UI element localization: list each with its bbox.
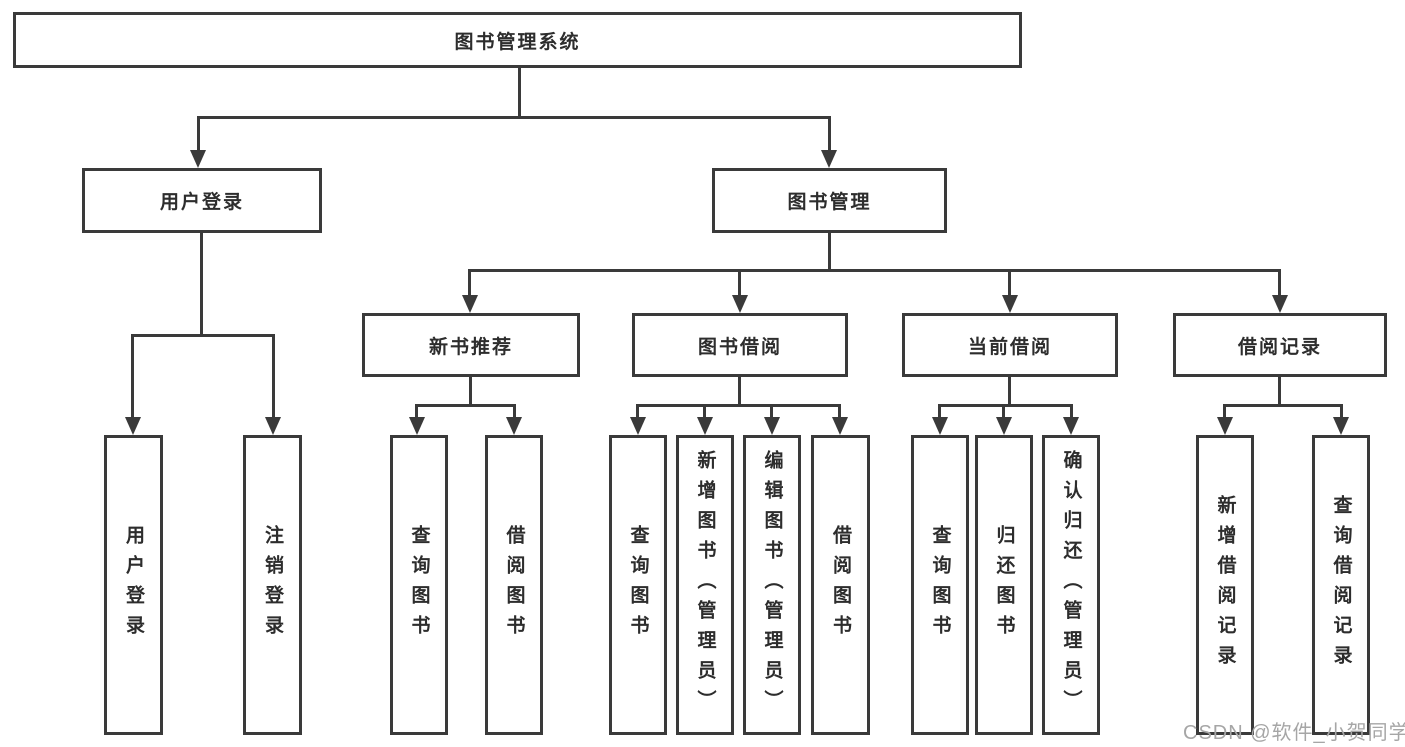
leaf-add-borrow-record-label: 新增借阅记录 xyxy=(1214,495,1236,675)
connector-login-leaf2-stem xyxy=(272,334,275,419)
connector-current-borrow-bar xyxy=(938,404,1073,407)
connector-nb-leaf1-stem xyxy=(415,404,418,420)
leaf-logout: 注销登录 xyxy=(243,435,302,735)
leaf-query-books-current-label: 查询图书 xyxy=(929,525,951,645)
node-library-management-system-label: 图书管理系统 xyxy=(454,31,581,53)
arrow-book-borrow-icon xyxy=(732,295,748,313)
arrow-cb-leaf3-icon xyxy=(1063,417,1079,435)
connector-user-login-bar xyxy=(131,334,275,337)
leaf-edit-books-admin: 编辑图书（管理员） xyxy=(743,435,801,735)
leaf-query-books-borrow: 查询图书 xyxy=(609,435,667,735)
connector-level2-bar xyxy=(468,269,1281,272)
connector-br-leaf1-stem xyxy=(1223,404,1226,420)
connector-new-book-stem xyxy=(468,269,471,297)
leaf-edit-books-admin-label: 编辑图书（管理员） xyxy=(761,450,783,720)
leaf-confirm-return-admin-label: 确认归还（管理员） xyxy=(1060,450,1082,720)
connector-cb-leaf2-stem xyxy=(1002,404,1005,420)
leaf-query-books-borrow-label: 查询图书 xyxy=(627,525,649,645)
connector-new-book-down xyxy=(469,377,472,407)
arrow-nb-leaf1-icon xyxy=(409,417,425,435)
connector-level1-bar xyxy=(197,116,831,119)
leaf-return-books: 归还图书 xyxy=(975,435,1033,735)
leaf-user-login: 用户登录 xyxy=(104,435,163,735)
connector-cb-leaf3-stem xyxy=(1070,404,1073,420)
leaf-add-books-admin: 新增图书（管理员） xyxy=(676,435,734,735)
arrow-nb-leaf2-icon xyxy=(506,417,522,435)
leaf-query-books-recommend-label: 查询图书 xyxy=(408,525,430,645)
connector-login-leaf1-stem xyxy=(131,334,134,419)
leaf-query-books-current: 查询图书 xyxy=(911,435,969,735)
connector-current-borrow-stem xyxy=(1008,269,1011,297)
connector-book-borrow-down xyxy=(738,377,741,407)
connector-book-management-down xyxy=(828,233,831,272)
node-current-borrowing: 当前借阅 xyxy=(902,313,1118,377)
connector-cb-leaf1-stem xyxy=(938,404,941,420)
arrow-login-leaf2-icon xyxy=(265,417,281,435)
arrow-br-leaf2-icon xyxy=(1333,417,1349,435)
arrow-bb-leaf3-icon xyxy=(764,417,780,435)
arrow-current-borrow-icon xyxy=(1002,295,1018,313)
csdn-watermark: CSDN @软件_小贺同学 xyxy=(1183,722,1405,744)
node-book-borrowing: 图书借阅 xyxy=(632,313,848,377)
leaf-logout-label: 注销登录 xyxy=(262,525,283,645)
arrow-new-book-icon xyxy=(462,295,478,313)
connector-new-book-bar xyxy=(415,404,516,407)
node-borrowing-records: 借阅记录 xyxy=(1173,313,1387,377)
connector-br-leaf2-stem xyxy=(1340,404,1343,420)
connector-root-stem xyxy=(518,68,521,118)
connector-book-borrow-stem xyxy=(738,269,741,297)
connector-borrow-records-bar xyxy=(1223,404,1343,407)
connector-borrow-records-stem xyxy=(1278,269,1281,297)
connector-book-management-stem xyxy=(828,116,831,152)
leaf-borrow-books-label: 借阅图书 xyxy=(830,525,851,645)
connector-bb-leaf1-stem xyxy=(636,404,639,420)
connector-current-borrow-down xyxy=(1008,377,1011,407)
arrow-cb-leaf2-icon xyxy=(996,417,1012,435)
leaf-borrow-books: 借阅图书 xyxy=(811,435,870,735)
leaf-add-borrow-record: 新增借阅记录 xyxy=(1196,435,1254,735)
arrow-bb-leaf1-icon xyxy=(630,417,646,435)
node-new-book-recommendation-label: 新书推荐 xyxy=(428,336,513,358)
connector-bb-leaf2-stem xyxy=(703,404,706,420)
connector-book-borrow-bar xyxy=(636,404,841,407)
leaf-query-borrow-record: 查询借阅记录 xyxy=(1312,435,1370,735)
arrow-user-login-icon xyxy=(190,150,206,168)
arrow-bb-leaf2-icon xyxy=(697,417,713,435)
leaf-confirm-return-admin: 确认归还（管理员） xyxy=(1042,435,1100,735)
node-book-borrowing-label: 图书借阅 xyxy=(697,336,782,358)
leaf-query-books-recommend: 查询图书 xyxy=(390,435,448,735)
node-new-book-recommendation: 新书推荐 xyxy=(362,313,580,377)
connector-bb-leaf3-stem xyxy=(770,404,773,420)
connector-nb-leaf2-stem xyxy=(513,404,516,420)
arrow-borrow-records-icon xyxy=(1272,295,1288,313)
leaf-user-login-label: 用户登录 xyxy=(123,525,144,645)
node-borrowing-records-label: 借阅记录 xyxy=(1237,336,1322,358)
connector-borrow-records-down xyxy=(1278,377,1281,407)
node-user-login-label: 用户登录 xyxy=(159,192,244,213)
leaf-borrow-books-recommend: 借阅图书 xyxy=(485,435,543,735)
arrow-cb-leaf1-icon xyxy=(932,417,948,435)
node-book-management: 图书管理 xyxy=(712,168,947,233)
node-library-management-system: 图书管理系统 xyxy=(13,12,1022,68)
leaf-add-books-admin-label: 新增图书（管理员） xyxy=(694,450,716,720)
connector-bb-leaf4-stem xyxy=(838,404,841,420)
connector-user-login-down xyxy=(200,233,203,337)
arrow-br-leaf1-icon xyxy=(1217,417,1233,435)
node-user-login: 用户登录 xyxy=(82,168,322,233)
leaf-borrow-books-recommend-label: 借阅图书 xyxy=(503,525,525,645)
arrow-book-management-icon xyxy=(821,150,837,168)
leaf-return-books-label: 归还图书 xyxy=(993,525,1015,645)
node-book-management-label: 图书管理 xyxy=(787,192,872,213)
connector-user-login-stem xyxy=(197,116,200,152)
node-current-borrowing-label: 当前借阅 xyxy=(967,336,1052,358)
arrow-bb-leaf4-icon xyxy=(832,417,848,435)
leaf-query-borrow-record-label: 查询借阅记录 xyxy=(1330,495,1352,675)
arrow-login-leaf1-icon xyxy=(125,417,141,435)
